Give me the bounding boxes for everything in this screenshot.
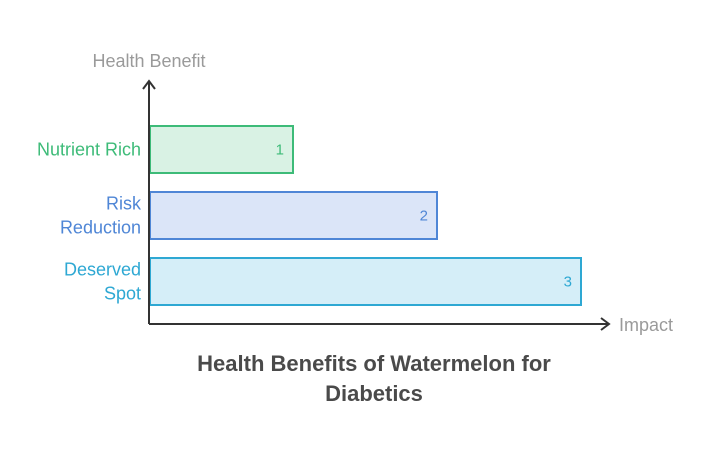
axes-layer: [142, 79, 611, 331]
chart-title-line-1: Health Benefits of Watermelon for: [197, 351, 551, 376]
category-label-2-line-1: Risk: [106, 194, 142, 214]
bar-1: [149, 125, 294, 174]
x-axis-label: Impact: [619, 315, 673, 335]
bar-2: [149, 191, 438, 240]
bar-value-label-1: 1: [276, 142, 284, 159]
bar-value-label-2: 2: [420, 208, 428, 225]
category-label-2-line-2: Reduction: [60, 218, 141, 238]
y-axis-label: Health Benefit: [92, 51, 205, 71]
y-axis-arrow-icon: [142, 79, 156, 90]
chart-title-line-2: Diabetics: [325, 381, 423, 406]
bar-value-label-3: 3: [564, 274, 572, 291]
bars-layer: [149, 125, 582, 306]
x-axis-arrow-icon: [600, 317, 611, 331]
bar-3: [149, 257, 582, 306]
category-label-3-line-2: Spot: [104, 284, 141, 304]
category-label-3-line-1: Deserved: [64, 260, 141, 280]
category-label-1-line-1: Nutrient Rich: [37, 140, 141, 160]
chart-title: Health Benefits of Watermelon for Diabet…: [197, 351, 551, 406]
